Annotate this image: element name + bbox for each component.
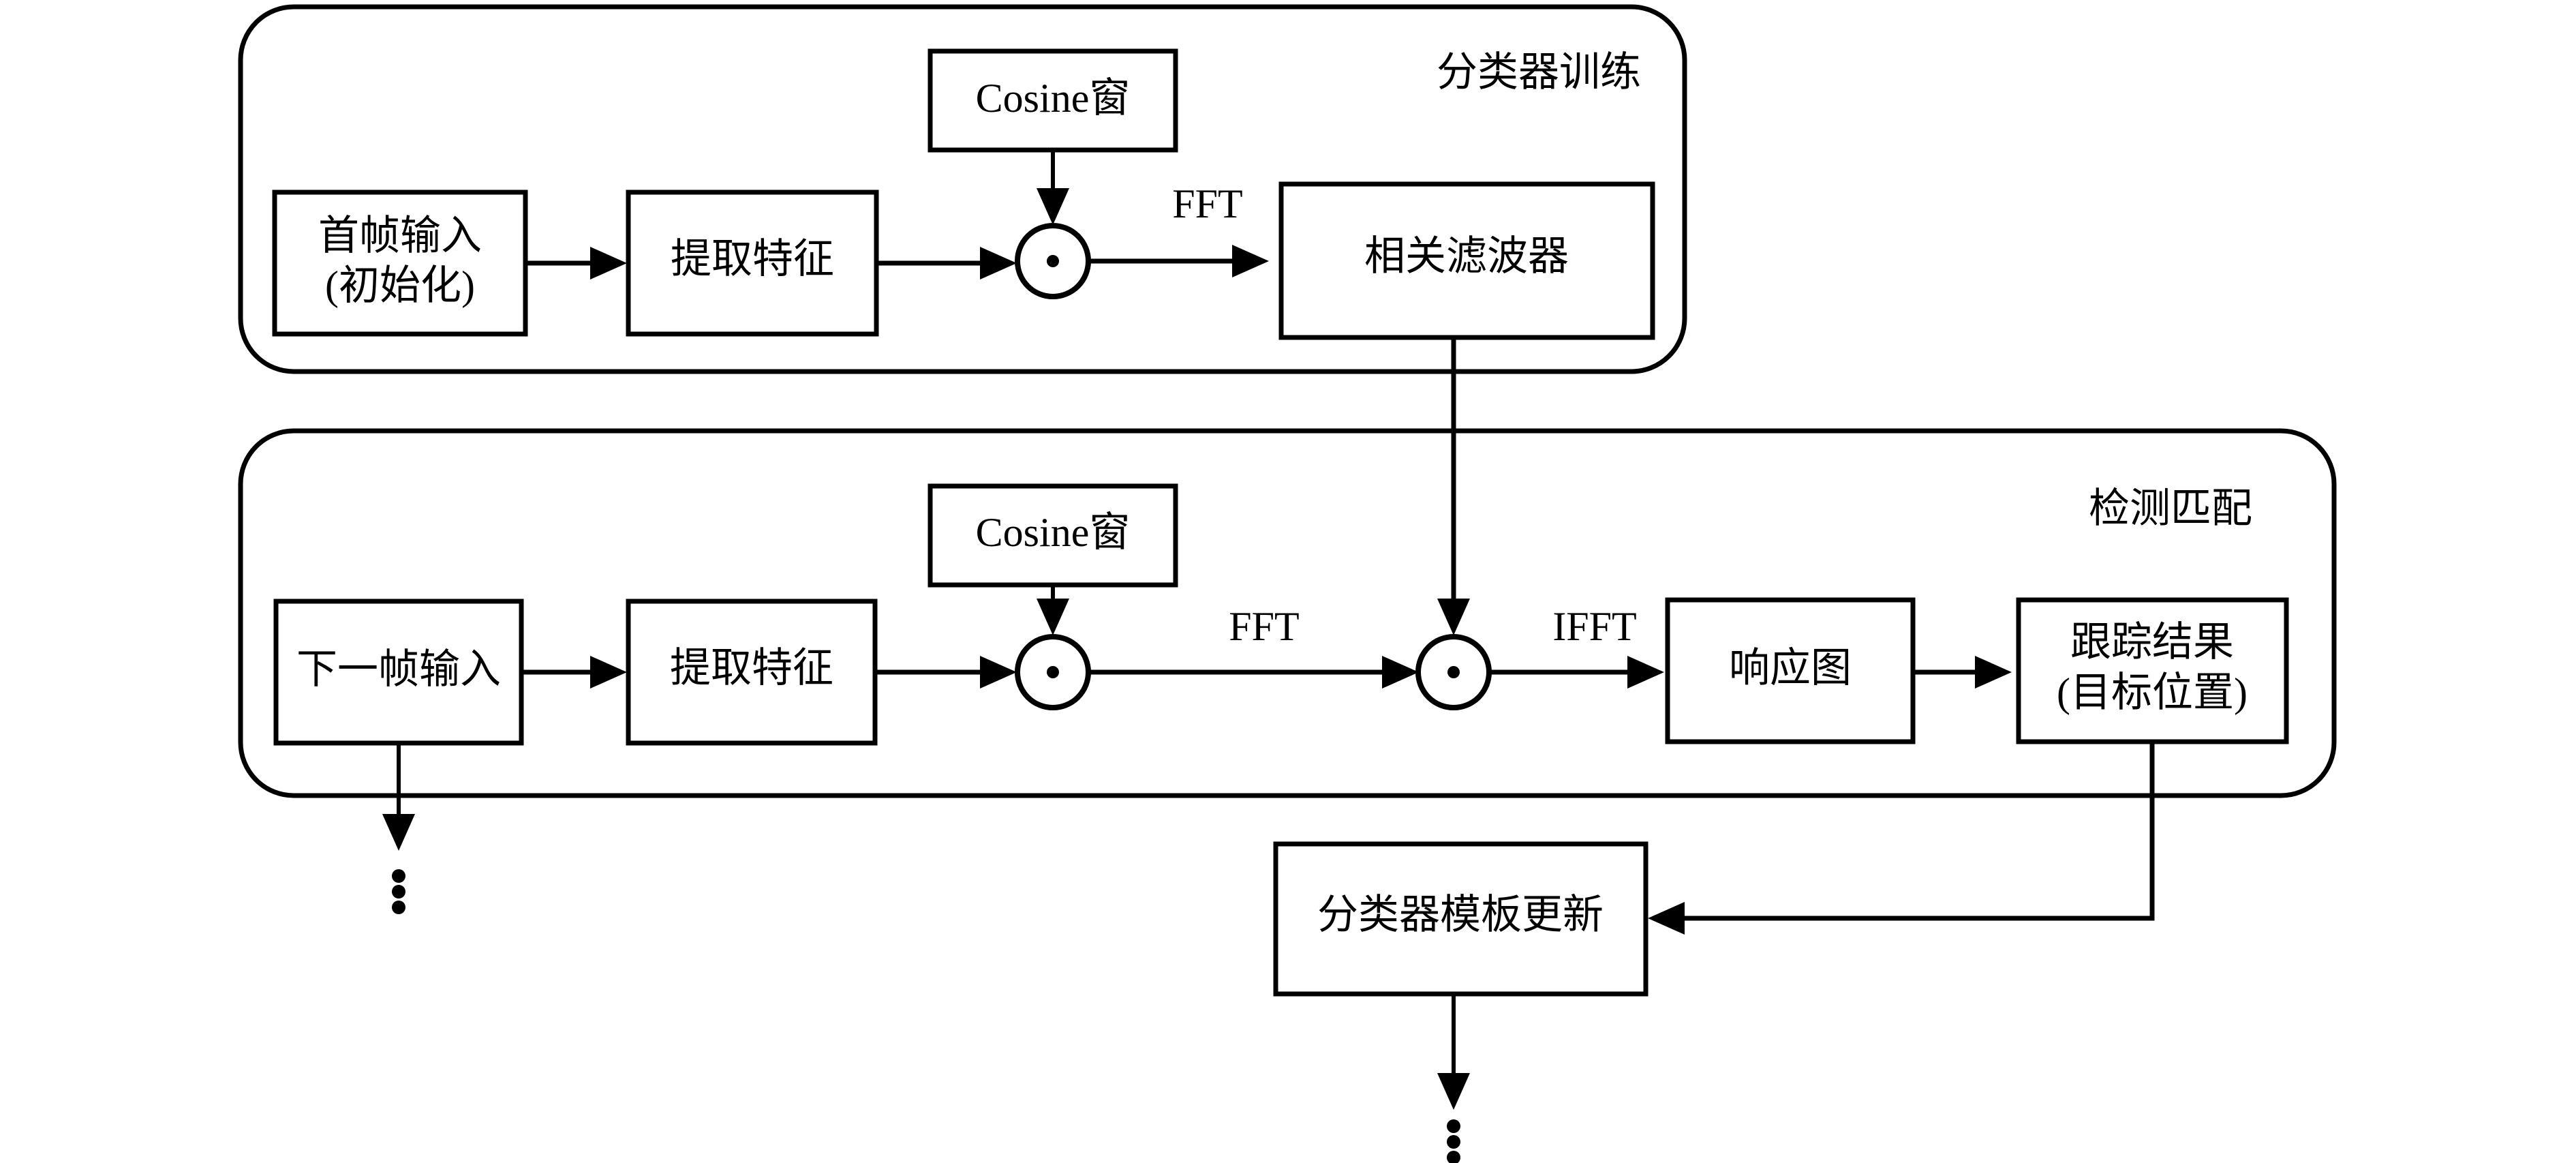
arrowhead-firstframe-to-extract xyxy=(590,247,627,280)
arrowhead-cosine-to-multiply-top xyxy=(1037,188,1069,225)
arrowhead-nextframe-loop-branch xyxy=(382,814,415,851)
arrowhead-templateupdate-loop-branch xyxy=(1437,1073,1470,1110)
panel-classifier-training xyxy=(238,4,1687,374)
panel-title-detection-matching: 检测匹配 xyxy=(2089,486,2252,531)
operator-multiply-bottom-left-dot xyxy=(1047,666,1059,678)
ellipsis-bottom-dot-3 xyxy=(1447,1151,1460,1163)
arrowhead-extract-to-multiply-bottom xyxy=(980,656,1017,689)
edge-label-ifft-bottom: IFFT xyxy=(1552,604,1636,649)
arrowhead-trackingresult-to-templateupdate xyxy=(1648,902,1685,935)
ellipsis-left-dot-2 xyxy=(392,885,405,898)
panel-detection-matching xyxy=(238,428,2337,798)
node-classifier-template-update-label: 分类器模板更新 xyxy=(1317,892,1604,937)
arrowhead-nextframe-to-extract xyxy=(590,656,627,689)
node-response-map[interactable] xyxy=(1665,597,1916,744)
arrowhead-extract-to-multiply-top xyxy=(980,247,1017,280)
node-first-frame-input[interactable] xyxy=(272,190,528,337)
node-response-map-label: 响应图 xyxy=(1729,646,1852,691)
arrowhead-responsemap-to-trackingresult xyxy=(1975,656,2012,689)
node-extract-feature-bottom-label: 提取特征 xyxy=(670,646,833,691)
ellipsis-bottom-dot-1 xyxy=(1447,1119,1460,1133)
arrowhead-corrfilter-to-multiply-bottom xyxy=(1437,599,1470,635)
node-classifier-template-update[interactable] xyxy=(1273,841,1649,997)
node-tracking-result[interactable] xyxy=(2016,597,2289,744)
node-cosine-window-top[interactable] xyxy=(927,48,1178,153)
ellipsis-left-dot-1 xyxy=(392,869,405,883)
node-tracking-result-label-line2: (目标位置) xyxy=(2057,670,2248,715)
edge-label-fft-bottom: FFT xyxy=(1229,604,1299,649)
ellipsis-bottom-dot-2 xyxy=(1447,1135,1460,1149)
edge-trackingresult-to-templateupdate xyxy=(1676,742,2155,921)
arrowhead-multiply-to-responsemap xyxy=(1627,656,1664,689)
operator-multiply-bottom-right-dot xyxy=(1447,666,1460,678)
node-correlation-filter-label: 相关滤波器 xyxy=(1364,234,1569,279)
node-next-frame-input-label: 下一帧输入 xyxy=(296,647,501,692)
node-cosine-window-top-label: Cosine窗 xyxy=(976,76,1131,121)
arrowhead-multiply-to-corrfilter-top xyxy=(1232,245,1269,277)
arrowhead-multiply-to-multiply-bottom xyxy=(1382,656,1419,689)
node-next-frame-input[interactable] xyxy=(273,599,524,746)
ellipsis-left-dot-3 xyxy=(392,901,405,914)
node-extract-feature-top-label: 提取特征 xyxy=(671,237,834,282)
node-cosine-window-bottom-label: Cosine窗 xyxy=(976,510,1131,555)
node-first-frame-input-label-line1: 首帧输入 xyxy=(318,213,482,258)
panel-title-classifier-training: 分类器训练 xyxy=(1437,50,1641,95)
node-cosine-window-bottom[interactable] xyxy=(927,483,1178,588)
arrowhead-cosine-to-multiply-bottom xyxy=(1037,599,1069,635)
node-tracking-result-label-line1: 跟踪结果 xyxy=(2070,620,2234,665)
operator-multiply-top-dot xyxy=(1047,255,1059,267)
node-first-frame-input-label-line2: (初始化) xyxy=(325,263,475,308)
edge-label-fft-top: FFT xyxy=(1172,181,1242,226)
node-correlation-filter[interactable] xyxy=(1278,181,1655,340)
